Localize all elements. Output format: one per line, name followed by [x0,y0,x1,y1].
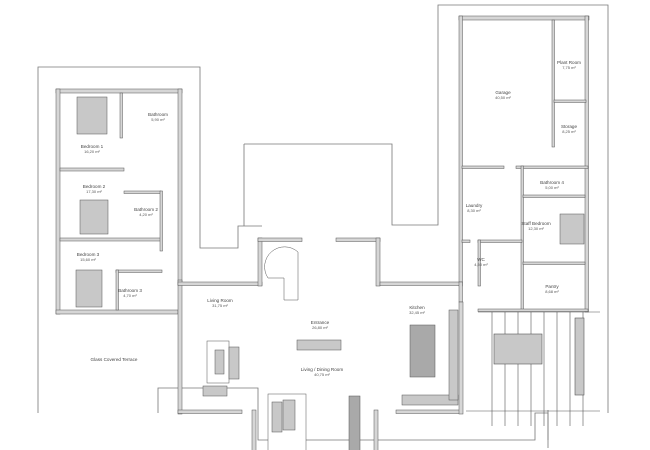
central-walls [177,237,464,450]
beds [75,96,585,308]
room-label-terrace: Glass Covered Terrace [90,357,138,362]
bed-2 [79,199,109,235]
site-outline [37,4,609,448]
staircase [264,246,299,301]
pergola [466,311,600,426]
bed-1 [76,96,108,135]
bed-staff [559,213,585,245]
sofa-living [228,346,240,380]
bed-3 [75,269,103,308]
bedroom-wing-walls [55,88,183,315]
kitchen-island [409,324,436,378]
lounge-table [282,399,296,431]
coffee-table [214,349,225,375]
sofa-lounge [271,401,283,433]
kitchen-counter-side [448,309,459,401]
entrance-console [296,339,342,351]
dining-table [348,395,361,450]
furniture [202,309,459,450]
service-wing-walls [458,15,590,313]
sofa-living-2 [202,385,228,397]
